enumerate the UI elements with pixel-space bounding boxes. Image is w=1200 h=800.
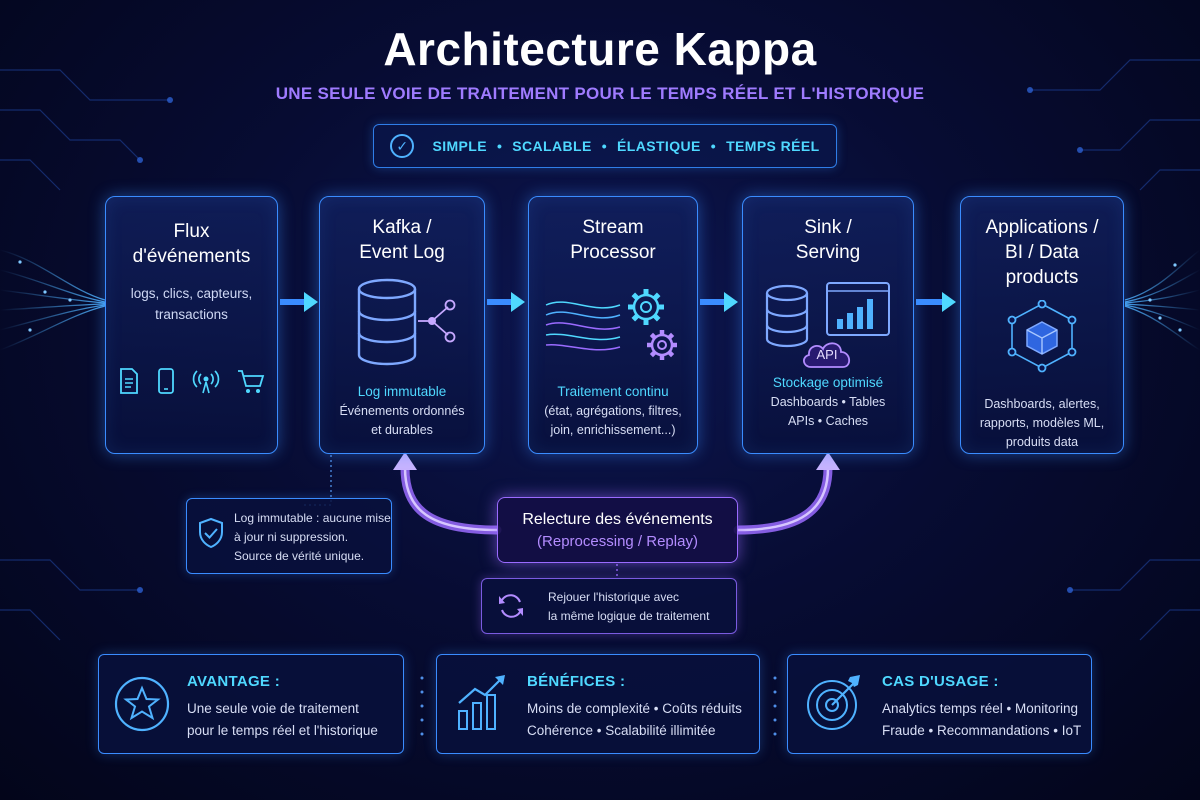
panel-avantage: AVANTAGE : Une seule voie de traitement … bbox=[98, 654, 404, 754]
stage-description: transactions bbox=[155, 307, 228, 322]
note-line: Source de vérité unique. bbox=[234, 549, 365, 563]
panel-line: pour le temps réel et l'historique bbox=[187, 723, 378, 738]
replay-box: Relecture des événements (Reprocessing /… bbox=[497, 497, 738, 563]
api-cloud-icon bbox=[803, 342, 851, 368]
smartphone-icon bbox=[157, 368, 174, 394]
shield-check-icon bbox=[199, 517, 223, 549]
stage-title: Processor bbox=[570, 242, 656, 263]
stage-kafka-event-log: Kafka / Event Log Log immutable Événemen… bbox=[319, 196, 485, 454]
replay-title: Relecture des événements bbox=[522, 511, 713, 528]
stage-applications: Applications / BI / Data products Dashbo… bbox=[960, 196, 1124, 454]
panel-line: Analytics temps réel • Monitoring bbox=[882, 701, 1079, 716]
stage-title: d'événements bbox=[132, 246, 251, 267]
stage-description: Événements ordonnés bbox=[339, 404, 465, 418]
target-icon bbox=[807, 675, 860, 730]
tag-elastique: ÉLASTIQUE bbox=[617, 138, 701, 154]
database-network-icon bbox=[357, 278, 456, 366]
flow-arrow bbox=[487, 292, 525, 312]
refresh-icon bbox=[499, 594, 523, 618]
document-icon bbox=[119, 368, 138, 394]
star-icon bbox=[114, 676, 170, 732]
panel-title: CAS D'USAGE : bbox=[882, 673, 999, 690]
sensor-icon bbox=[192, 370, 219, 394]
panel-line: Une seule voie de traitement bbox=[187, 701, 359, 716]
stage-description: (état, agrégations, filtres, bbox=[544, 404, 682, 418]
panel-benefices: BÉNÉFICES : Moins de complexité • Coûts … bbox=[436, 654, 760, 754]
flow-arrow bbox=[280, 292, 318, 312]
stage-description: produits data bbox=[1005, 435, 1079, 449]
stage-description: join, enrichissement...) bbox=[550, 423, 676, 437]
tag-simple: SIMPLE bbox=[432, 138, 487, 154]
separator-dots bbox=[420, 676, 424, 736]
stage-title: Event Log bbox=[359, 242, 445, 263]
stage-highlight: Traitement continu bbox=[557, 384, 669, 399]
tag-separator: • bbox=[710, 138, 717, 154]
separator-dots bbox=[773, 676, 777, 736]
stage-event-sources: Flux d'événements logs, clics, capteurs,… bbox=[105, 196, 278, 454]
page-subtitle: UNE SEULE VOIE DE TRAITEMENT POUR LE TEM… bbox=[275, 84, 925, 103]
stage-title: products bbox=[1005, 267, 1079, 288]
page-title: Architecture Kappa bbox=[383, 23, 817, 75]
stage-description: logs, clics, capteurs, bbox=[130, 286, 253, 301]
flow-arrow bbox=[916, 292, 956, 312]
stage-title: BI / Data bbox=[1005, 242, 1079, 263]
stage-description: APIs • Caches bbox=[787, 414, 869, 428]
replay-subtitle: (Reprocessing / Replay) bbox=[537, 533, 698, 550]
stage-title: Sink / bbox=[804, 217, 852, 238]
note-line: la même logique de traitement bbox=[548, 609, 710, 623]
panel-line: Fraude • Recommandations • IoT bbox=[882, 723, 1082, 738]
stage-highlight: Stockage optimisé bbox=[772, 375, 884, 390]
note-replay-history: Rejouer l'historique avec la même logiqu… bbox=[481, 578, 737, 634]
note-line: à jour ni suppression. bbox=[234, 530, 349, 544]
stage-title: Applications / bbox=[985, 217, 1099, 238]
cart-icon bbox=[237, 370, 264, 393]
feature-tags: ✓ SIMPLE • SCALABLE • ÉLASTIQUE • TEMPS … bbox=[373, 124, 837, 168]
note-immutable-log: Log immutable : aucune mise à jour ni su… bbox=[186, 498, 392, 574]
stage-sink-serving: Sink / Serving API Stocka bbox=[742, 196, 914, 454]
stage-description: et durables bbox=[371, 423, 433, 437]
tag-temps-reel: TEMPS RÉEL bbox=[726, 138, 820, 154]
database-icon bbox=[765, 284, 809, 348]
tag-scalable: SCALABLE bbox=[512, 138, 592, 154]
panel-line: Cohérence • Scalabilité illimitée bbox=[527, 723, 716, 738]
stage-description: Dashboards • Tables bbox=[770, 395, 886, 409]
tag-separator: • bbox=[601, 138, 608, 154]
panel-line: Moins de complexité • Coûts réduits bbox=[527, 701, 742, 716]
panel-cas-usage: CAS D'USAGE : Analytics temps réel • Mon… bbox=[787, 654, 1092, 754]
bar-chart-icon bbox=[826, 282, 890, 336]
stage-title: Stream bbox=[582, 217, 644, 238]
stage-stream-processor: Stream Processor bbox=[528, 196, 698, 454]
stage-title: Kafka / bbox=[372, 217, 432, 238]
stage-description: Dashboards, alertes, bbox=[984, 397, 1100, 411]
stage-title: Serving bbox=[795, 242, 861, 263]
api-badge: API bbox=[816, 347, 838, 362]
note-line: Rejouer l'historique avec bbox=[548, 590, 680, 604]
tag-separator: • bbox=[496, 138, 503, 154]
stage-highlight: Log immutable bbox=[357, 384, 447, 399]
stage-title: Flux bbox=[173, 221, 210, 242]
flow-arrow bbox=[700, 292, 738, 312]
growth-chart-icon bbox=[458, 675, 505, 730]
note-line: Log immutable : aucune mise bbox=[234, 511, 391, 525]
panel-title: BÉNÉFICES : bbox=[527, 673, 626, 690]
stage-description: rapports, modèles ML, bbox=[979, 416, 1105, 430]
gears-streams-icon bbox=[545, 289, 677, 360]
panel-title: AVANTAGE : bbox=[187, 673, 280, 690]
check-circle-icon: ✓ bbox=[390, 134, 415, 158]
cube-network-icon bbox=[1007, 299, 1077, 373]
